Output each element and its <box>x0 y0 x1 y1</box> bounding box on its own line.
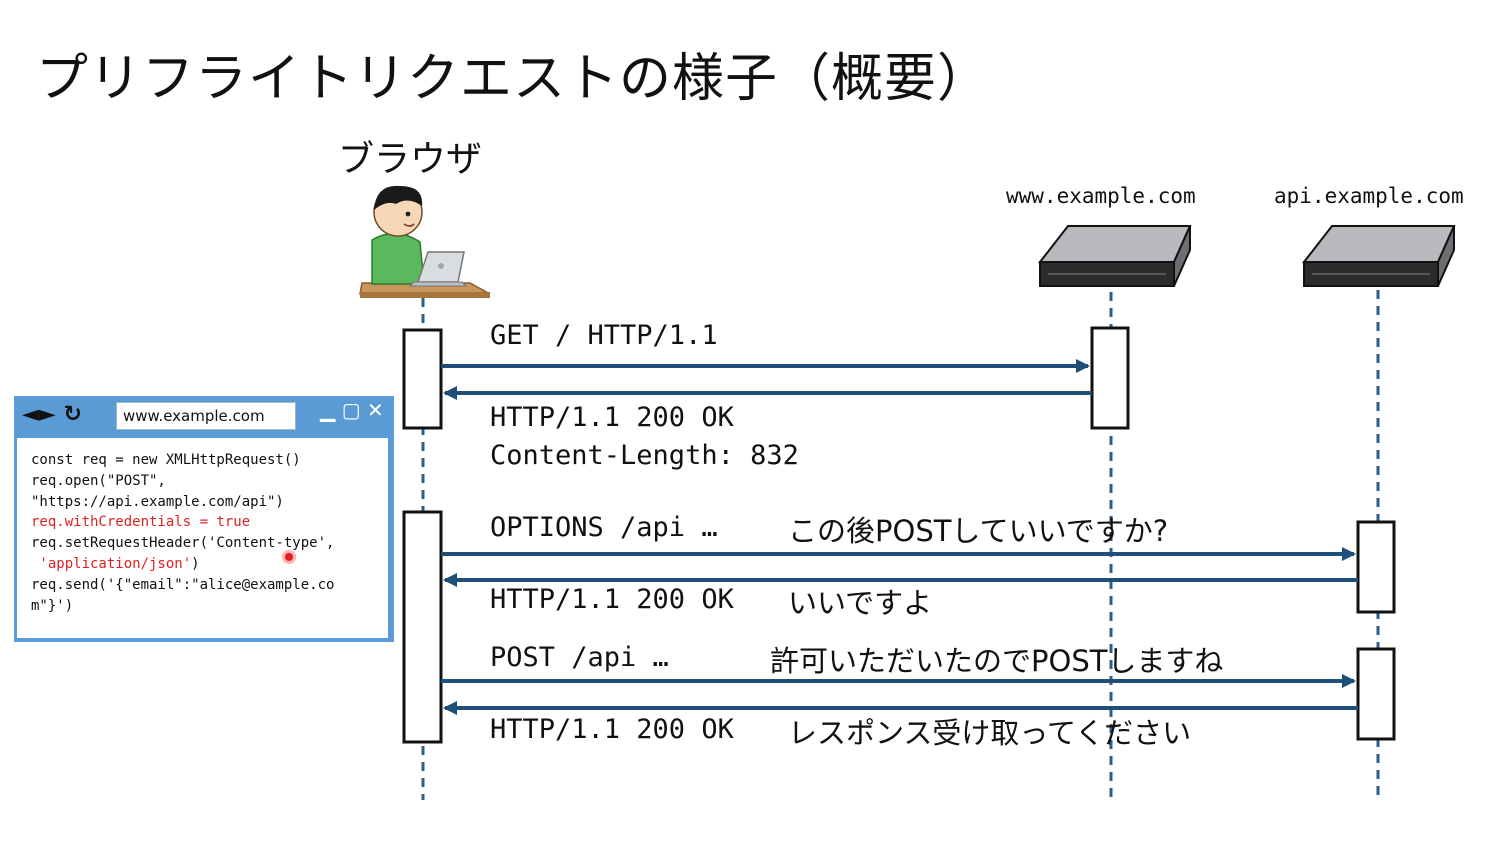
msg-get-request: GET / HTTP/1.1 <box>490 320 718 351</box>
msg-options-request: OPTIONS /api … <box>490 512 718 543</box>
activation-www <box>1090 326 1130 430</box>
browser-window: ◄► ↻ www.example.com ▁ ▢ ✕ const req = n… <box>14 396 394 642</box>
browser-nav-icons[interactable]: ◄► ↻ <box>22 402 82 427</box>
note-options-response: いいですよ <box>788 586 933 620</box>
actor-label-www: www.example.com <box>1006 184 1196 208</box>
actor-label-api: api.example.com <box>1274 184 1464 208</box>
activation-browser-2 <box>402 510 443 744</box>
code-line-7: req.send('{"email":"alice@example.co <box>31 576 335 593</box>
msg-post-request: POST /api … <box>490 642 669 673</box>
msg-content-length: Content-Length: 832 <box>490 440 799 471</box>
window-controls-icon[interactable]: ▁ ▢ ✕ <box>320 398 384 422</box>
code-line-6: 'application/json') <box>31 554 388 575</box>
note-post-response: レスポンス受け取ってください <box>788 716 1192 750</box>
activation-api-2 <box>1356 647 1396 741</box>
code-line-1: const req = new XMLHttpRequest() <box>31 452 301 468</box>
code-content-type-value: 'application/json' <box>31 555 192 572</box>
code-close-paren: ) <box>191 555 200 572</box>
msg-get-response: HTTP/1.1 200 OK <box>490 402 734 433</box>
note-post-request: 許可いただいたのでPOSTしますね <box>770 644 1224 678</box>
mouse-pointer-icon <box>282 550 296 564</box>
code-panel: const req = new XMLHttpRequest() req.ope… <box>17 438 388 638</box>
code-line-with-credentials: req.withCredentials = true <box>31 514 251 531</box>
code-line-2: req.open("POST", <box>31 472 166 489</box>
code-line-3: "https://api.example.com/api") <box>31 493 284 510</box>
activation-api-1 <box>1356 520 1396 614</box>
user-laptop-icon <box>359 185 491 298</box>
activation-browser-1 <box>402 328 443 430</box>
actor-label-browser: ブラウザ <box>338 139 483 180</box>
slide-title: プリフライトリクエストの様子（概要） <box>36 49 991 109</box>
browser-toolbar: ◄► ↻ www.example.com ▁ ▢ ✕ <box>14 396 394 436</box>
code-line-5: req.setRequestHeader('Content-type', <box>31 535 335 552</box>
server-icon-www <box>1037 225 1192 287</box>
msg-post-response: HTTP/1.1 200 OK <box>490 714 734 745</box>
address-bar[interactable]: www.example.com <box>116 402 296 430</box>
server-icon-api <box>1301 225 1456 287</box>
msg-options-response: HTTP/1.1 200 OK <box>490 584 734 615</box>
note-options-request: この後POSTしていいですか? <box>788 514 1169 548</box>
code-line-8: m"}') <box>31 597 74 614</box>
